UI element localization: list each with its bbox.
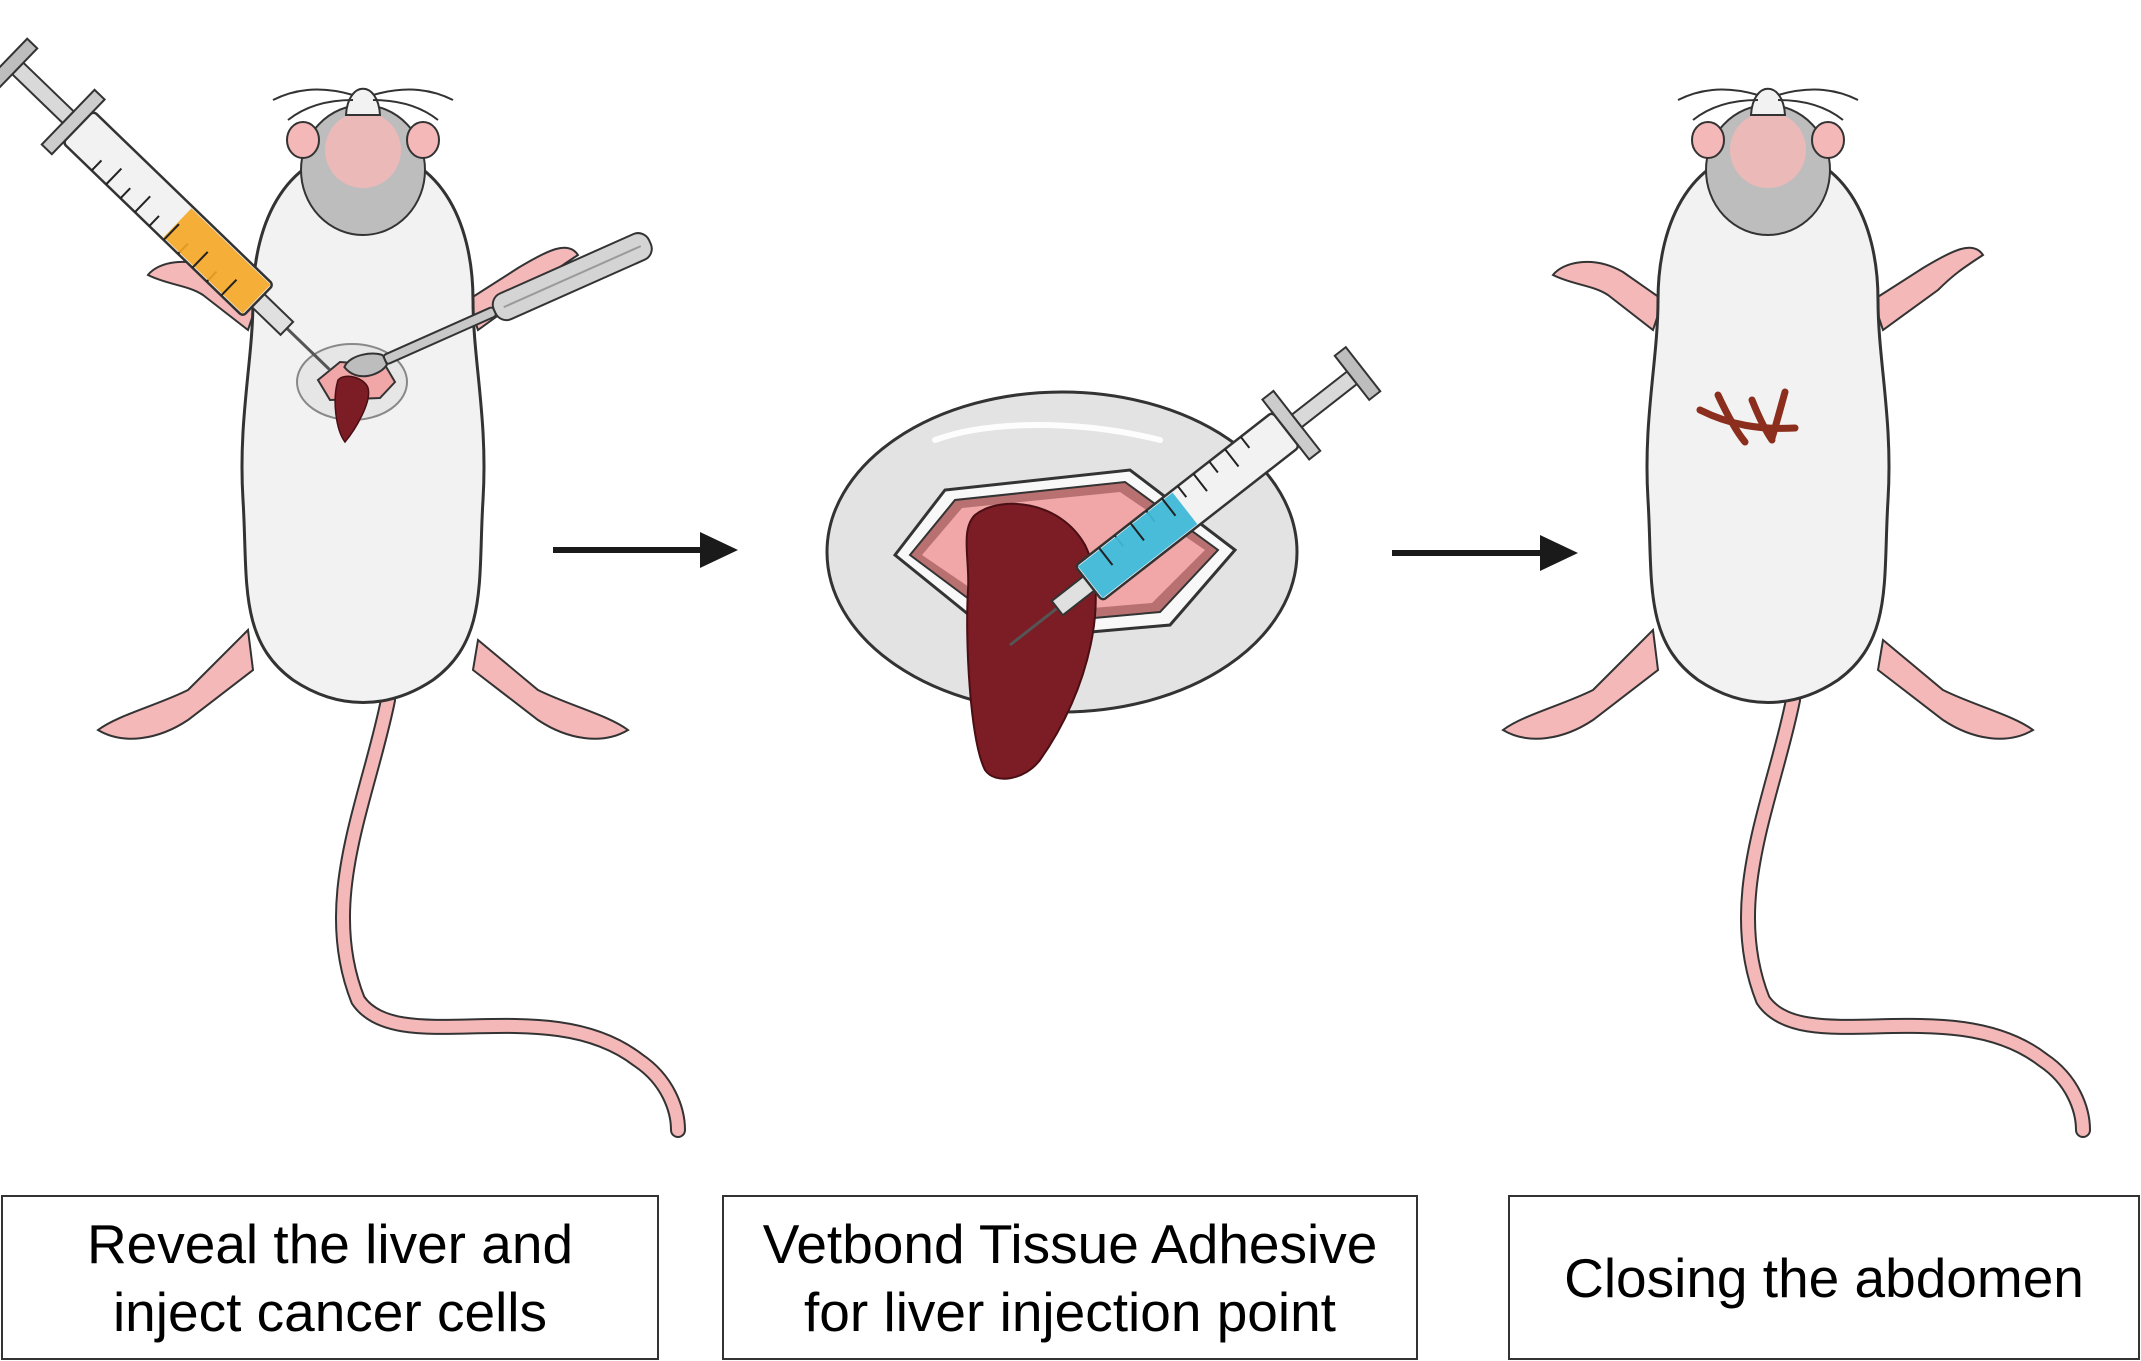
step-2-caption-line-1: Vetbond Tissue Adhesive <box>762 1212 1378 1275</box>
step-1-illustration <box>0 29 678 1130</box>
step-2-caption: Vetbond Tissue Adhesive for liver inject… <box>722 1195 1418 1360</box>
arrow-right-icon <box>553 532 738 568</box>
suture-icon <box>1696 388 1799 446</box>
step-2-illustration <box>825 337 1388 780</box>
liver-icon <box>334 375 370 444</box>
step-3-caption-line-1: Closing the abdomen <box>1564 1246 2084 1309</box>
step-1-caption: Reveal the liver and inject cancer cells <box>1 1195 659 1360</box>
syringe-icon <box>985 337 1388 677</box>
arrow-right-icon <box>1392 535 1578 571</box>
liver-icon <box>965 502 1097 780</box>
scalpel-icon <box>343 232 653 378</box>
syringe-icon <box>0 29 358 399</box>
step-3-illustration <box>1503 89 2083 1130</box>
mouse-icon <box>1503 89 2083 1130</box>
step-2-caption-line-2: for liver injection point <box>804 1280 1336 1343</box>
step-3-caption: Closing the abdomen <box>1508 1195 2140 1360</box>
step-1-caption-line-2: inject cancer cells <box>112 1280 548 1343</box>
step-1-caption-line-1: Reveal the liver and <box>86 1212 574 1275</box>
